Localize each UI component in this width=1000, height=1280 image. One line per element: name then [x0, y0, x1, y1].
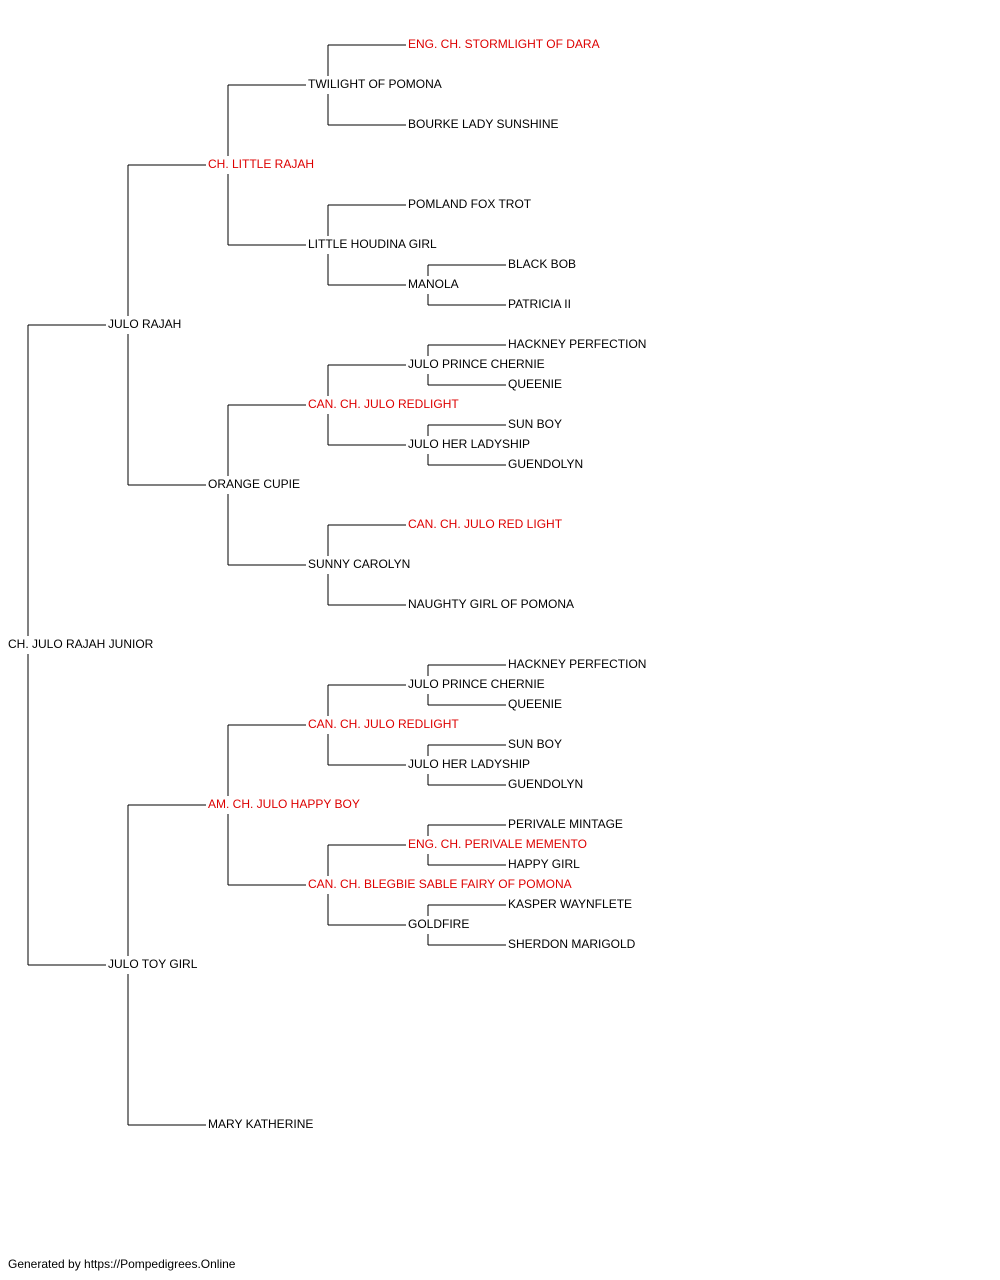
dog-kasper-waynflete: KASPER WAYNFLETE: [508, 897, 632, 911]
dog-guendolyn: GUENDOLYN: [508, 457, 583, 471]
dog-little-houdina-girl: LITTLE HOUDINA GIRL: [308, 237, 437, 251]
dog-sun-boy: SUN BOY: [508, 737, 562, 751]
dog-mary-katherine: MARY KATHERINE: [208, 1117, 313, 1131]
dog-patricia-ii: PATRICIA II: [508, 297, 571, 311]
dog-julo-prince-chernie: JULO PRINCE CHERNIE: [408, 357, 545, 371]
dog-happy-girl: HAPPY GIRL: [508, 857, 580, 871]
dog-sherdon-marigold: SHERDON MARIGOLD: [508, 937, 636, 951]
dog-manola: MANOLA: [408, 277, 459, 291]
dog-pomland-fox-trot: POMLAND FOX TROT: [408, 197, 532, 211]
dog-julo-rajah: JULO RAJAH: [108, 317, 181, 331]
dog-hackney-perfection: HACKNEY PERFECTION: [508, 657, 646, 671]
dog-can-ch-julo-red-light: CAN. CH. JULO RED LIGHT: [408, 517, 563, 531]
dog-queenie: QUEENIE: [508, 377, 562, 391]
pedigree-tree: CH. JULO RAJAH JUNIOR JULO RAJAH CH. LITTL…: [8, 37, 646, 1131]
dog-orange-cupie: ORANGE CUPIE: [208, 477, 300, 491]
dog-can-ch-blegbie-sable-fairy-of-pomona: CAN. CH. BLEGBIE SABLE FAIRY OF POMONA: [308, 877, 572, 891]
dog-julo-prince-chernie: JULO PRINCE CHERNIE: [408, 677, 545, 691]
dog-julo-her-ladyship: JULO HER LADYSHIP: [408, 757, 530, 771]
dog-julo-her-ladyship: JULO HER LADYSHIP: [408, 437, 530, 451]
dog-guendolyn: GUENDOLYN: [508, 777, 583, 791]
dog-black-bob: BLACK BOB: [508, 257, 576, 271]
dog-naughty-girl-of-pomona: NAUGHTY GIRL OF POMONA: [408, 597, 574, 611]
dog-am-ch-julo-happy-boy: AM. CH. JULO HAPPY BOY: [208, 797, 360, 811]
dog-julo-toy-girl: JULO TOY GIRL: [108, 957, 198, 971]
dog-hackney-perfection: HACKNEY PERFECTION: [508, 337, 646, 351]
dog-sun-boy: SUN BOY: [508, 417, 562, 431]
footer-credit: Generated by https://Pompedigrees.Online: [8, 1257, 236, 1271]
dog-eng-ch-stormlight-of-dara: ENG. CH. STORMLIGHT OF DARA: [408, 37, 600, 51]
dog-ch-julo-rajah-junior: CH. JULO RAJAH JUNIOR: [8, 637, 154, 651]
dog-bourke-lady-sunshine: BOURKE LADY SUNSHINE: [408, 117, 559, 131]
dog-can-ch-julo-redlight: CAN. CH. JULO REDLIGHT: [308, 397, 459, 411]
dog-goldfire: GOLDFIRE: [408, 917, 469, 931]
dog-eng-ch-perivale-memento: ENG. CH. PERIVALE MEMENTO: [408, 837, 587, 851]
dog-ch-little-rajah: CH. LITTLE RAJAH: [208, 157, 314, 171]
dog-twilight-of-pomona: TWILIGHT OF POMONA: [308, 77, 442, 91]
dog-sunny-carolyn: SUNNY CAROLYN: [308, 557, 410, 571]
dog-can-ch-julo-redlight: CAN. CH. JULO REDLIGHT: [308, 717, 459, 731]
dog-queenie: QUEENIE: [508, 697, 562, 711]
dog-perivale-mintage: PERIVALE MINTAGE: [508, 817, 623, 831]
